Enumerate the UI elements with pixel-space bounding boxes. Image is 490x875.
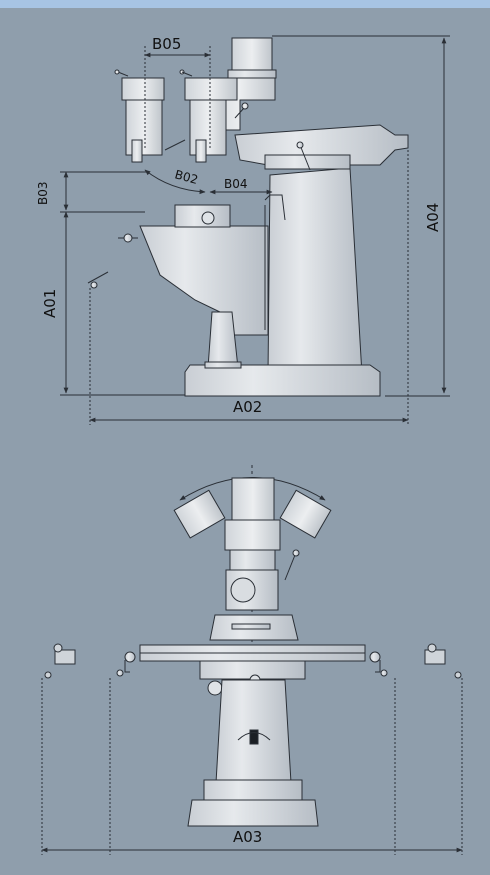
dim-label-a01: A01 (41, 289, 59, 318)
front-base (187, 799, 319, 827)
dim-label-b03: B03 (36, 181, 50, 205)
knee (139, 225, 269, 336)
dim-label-a03: A03 (233, 828, 262, 846)
head-right (179, 69, 249, 163)
side-view (87, 37, 409, 397)
dim-label-b04: B04 (224, 177, 248, 191)
dim-label-b05: B05 (152, 35, 181, 53)
front-dimensions (41, 678, 463, 855)
front-motor (231, 477, 275, 521)
dim-label-a04: A04 (424, 203, 442, 232)
machine-base (184, 364, 381, 397)
side-dimensions (60, 35, 450, 425)
dim-label-a02: A02 (233, 398, 262, 416)
front-view (44, 465, 462, 827)
head-left (114, 69, 165, 163)
dim-label-b02: B02 (173, 167, 199, 187)
top-bar (0, 0, 490, 8)
